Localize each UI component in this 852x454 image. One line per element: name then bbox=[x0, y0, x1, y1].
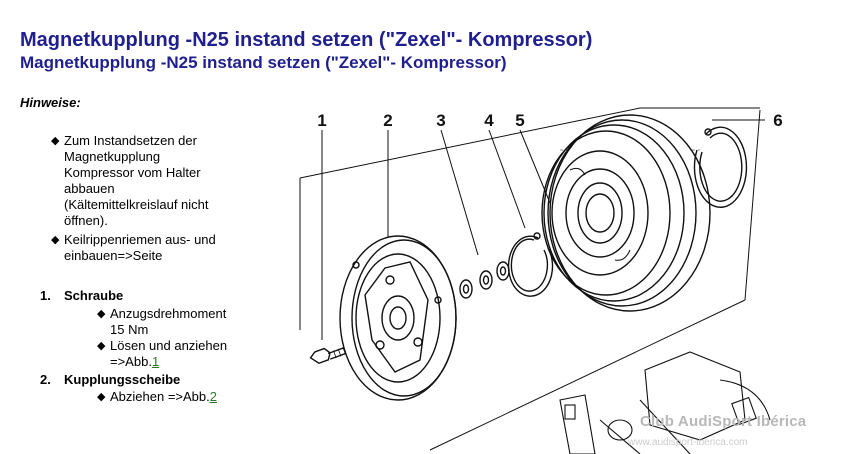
item-label-kupplungsscheibe: Kupplungsscheibe bbox=[64, 372, 181, 387]
diamond-bullet-icon: ◆ bbox=[97, 340, 106, 352]
diamond-bullet-icon: ◆ bbox=[51, 135, 60, 147]
callout-2: 2 bbox=[383, 111, 392, 130]
watermark-text: Club AudiSport Ibérica bbox=[640, 413, 807, 430]
diamond-bullet-icon: ◆ bbox=[97, 308, 106, 320]
callout-3: 3 bbox=[436, 111, 445, 130]
notes-heading: Hinweise: bbox=[20, 95, 81, 110]
item-bullet: ◆ Abziehen =>Abb.2 bbox=[97, 389, 217, 404]
item-number: 2. bbox=[40, 372, 51, 387]
item-label-schraube: Schraube bbox=[64, 288, 124, 303]
pulley-part bbox=[541, 114, 711, 312]
compressor-body-part bbox=[559, 351, 771, 454]
callout-1: 1 bbox=[317, 111, 326, 130]
clutch-plate-part bbox=[339, 235, 457, 401]
page-subtitle: Magnetkupplung -N25 instand setzen ("Zex… bbox=[20, 53, 507, 72]
callout-4: 4 bbox=[484, 111, 494, 130]
diamond-bullet-icon: ◆ bbox=[51, 234, 60, 246]
note-bullet: ◆ Zum Instandsetzen der Magnetkupplung K… bbox=[51, 133, 209, 228]
note-bullet: ◆ Keilrippenriemen aus- und einbauen=>Se… bbox=[51, 232, 216, 263]
item-bullet: ◆ Anzugsdrehmoment 15 Nm bbox=[97, 306, 227, 337]
callout-5: 5 bbox=[515, 111, 524, 130]
circlip-part bbox=[507, 232, 554, 297]
item-bullet: ◆ Lösen und anziehen =>Abb.1 bbox=[97, 338, 228, 369]
abb-link-2[interactable]: 2 bbox=[209, 389, 217, 404]
shim-part bbox=[459, 261, 510, 299]
watermark-url: www.audisport-iberica.com bbox=[628, 437, 748, 448]
item-number: 1. bbox=[40, 288, 51, 303]
snap-ring-part bbox=[693, 126, 748, 208]
abb-link-1[interactable]: 1 bbox=[151, 354, 160, 369]
page-title: Magnetkupplung -N25 instand setzen ("Zex… bbox=[20, 29, 593, 51]
diamond-bullet-icon: ◆ bbox=[97, 391, 106, 403]
callout-6: 6 bbox=[773, 111, 782, 130]
